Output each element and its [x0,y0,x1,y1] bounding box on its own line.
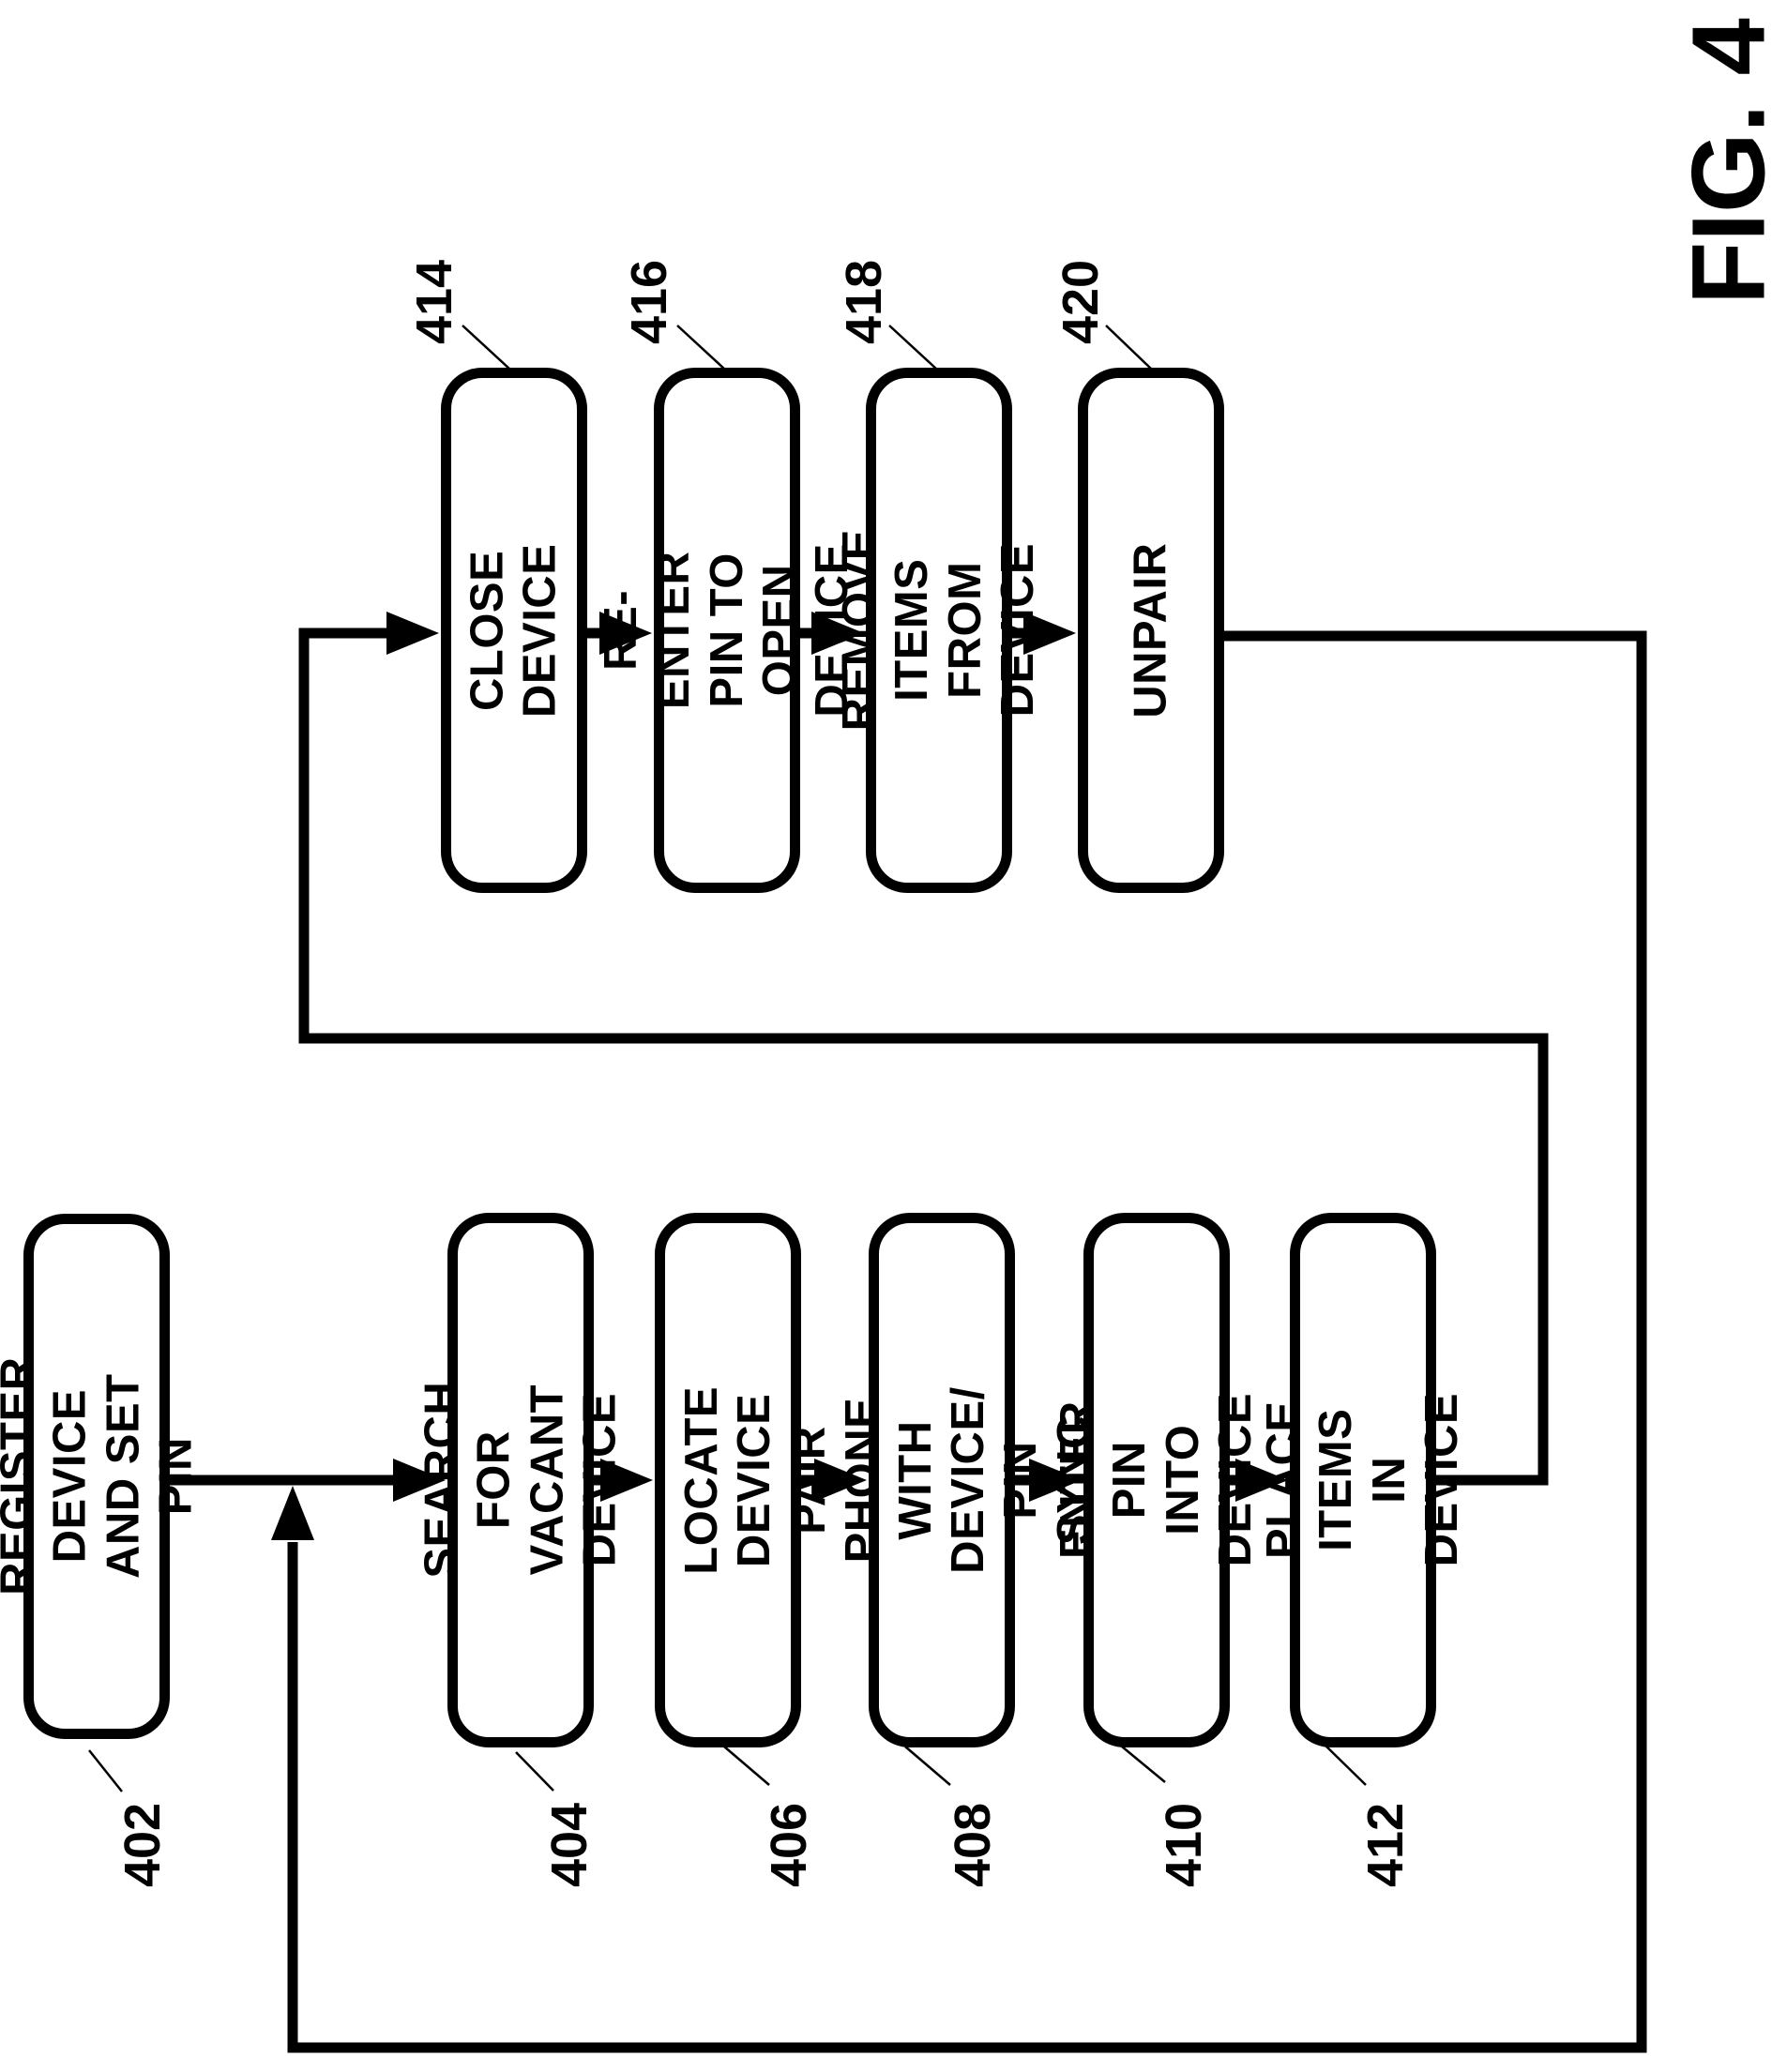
figure-title: FIG. 4 [1671,18,1787,305]
arrowhead-into-406 [600,1459,653,1502]
flow-step-402: REGISTER DEVICE AND SET PIN [0,1214,201,1739]
flow-step-414: CLOSE DEVICE [441,368,587,893]
flow-step-416: RE-ENTER PIN TO OPEN DEVICE [596,368,858,893]
ref-numeral-406: 406 [761,1802,817,1888]
leader-line-402 [88,1749,123,1792]
leader-line-410 [1121,1746,1166,1783]
flow-step-404-label: SEARCH FOR VACANT DEVICE [416,1382,626,1579]
leader-line-406 [723,1746,770,1786]
flow-step-414-label: CLOSE DEVICE [462,543,566,718]
leader-line-414 [462,325,511,371]
flow-step-412: PLACE ITEMS IN DEVICE [1258,1213,1467,1747]
flow-step-410-label: ENTER PIN INTO DEVICE [1052,1393,1262,1567]
flow-step-410: ENTER PIN INTO DEVICE [1052,1213,1261,1747]
arrowhead-into-404 [393,1459,446,1502]
flow-step-404: SEARCH FOR VACANT DEVICE [416,1213,625,1747]
leader-line-404 [515,1751,554,1792]
arrowhead-into-412 [1235,1459,1288,1502]
arrowhead-into-410 [1029,1459,1082,1502]
arrowhead-into-408 [814,1459,867,1502]
flow-step-402-label: REGISTER DEVICE AND SET PIN [0,1356,202,1596]
flow-step-418-label: REMOVE ITEMS FROM DEVICE [834,529,1044,732]
arrowhead-into-414 [386,612,439,655]
flow-step-406: LOCATE DEVICE [655,1213,801,1747]
leader-line-420 [1105,325,1153,371]
leader-line-418 [888,325,938,371]
leader-line-416 [676,325,726,371]
ref-numeral-416: 416 [621,259,677,345]
flow-step-412-label: PLACE ITEMS IN DEVICE [1258,1393,1468,1567]
arrowhead-into-420 [1023,612,1076,655]
flow-step-418: REMOVE ITEMS FROM DEVICE [834,368,1043,893]
ref-numeral-404: 404 [541,1802,598,1888]
connector-420-loopback [287,630,1647,2053]
ref-numeral-402: 402 [114,1802,171,1888]
arrowhead-into-416 [599,612,652,655]
leader-line-412 [1324,1744,1367,1786]
ref-numeral-414: 414 [406,259,462,345]
ref-numeral-418: 418 [836,259,892,345]
flow-step-416-label: RE-ENTER PIN TO OPEN DEVICE [596,543,858,718]
connector-412-414 [298,628,1549,1486]
flow-step-420: UNPAIR [1078,368,1224,893]
leader-line-408 [904,1746,951,1786]
ref-numeral-410: 410 [1156,1802,1212,1888]
flow-step-408: PAIR PHONE WITH DEVICE/ PIN SYNC [784,1213,1099,1747]
arrowhead-loopback-junction [271,1486,314,1540]
ref-numeral-412: 412 [1357,1802,1414,1888]
ref-numeral-408: 408 [945,1802,1001,1888]
flow-step-406-label: LOCATE DEVICE [675,1385,780,1575]
flow-step-420-label: UNPAIR [1125,542,1176,718]
ref-numeral-420: 420 [1053,259,1109,345]
arrowhead-into-418 [811,612,864,655]
